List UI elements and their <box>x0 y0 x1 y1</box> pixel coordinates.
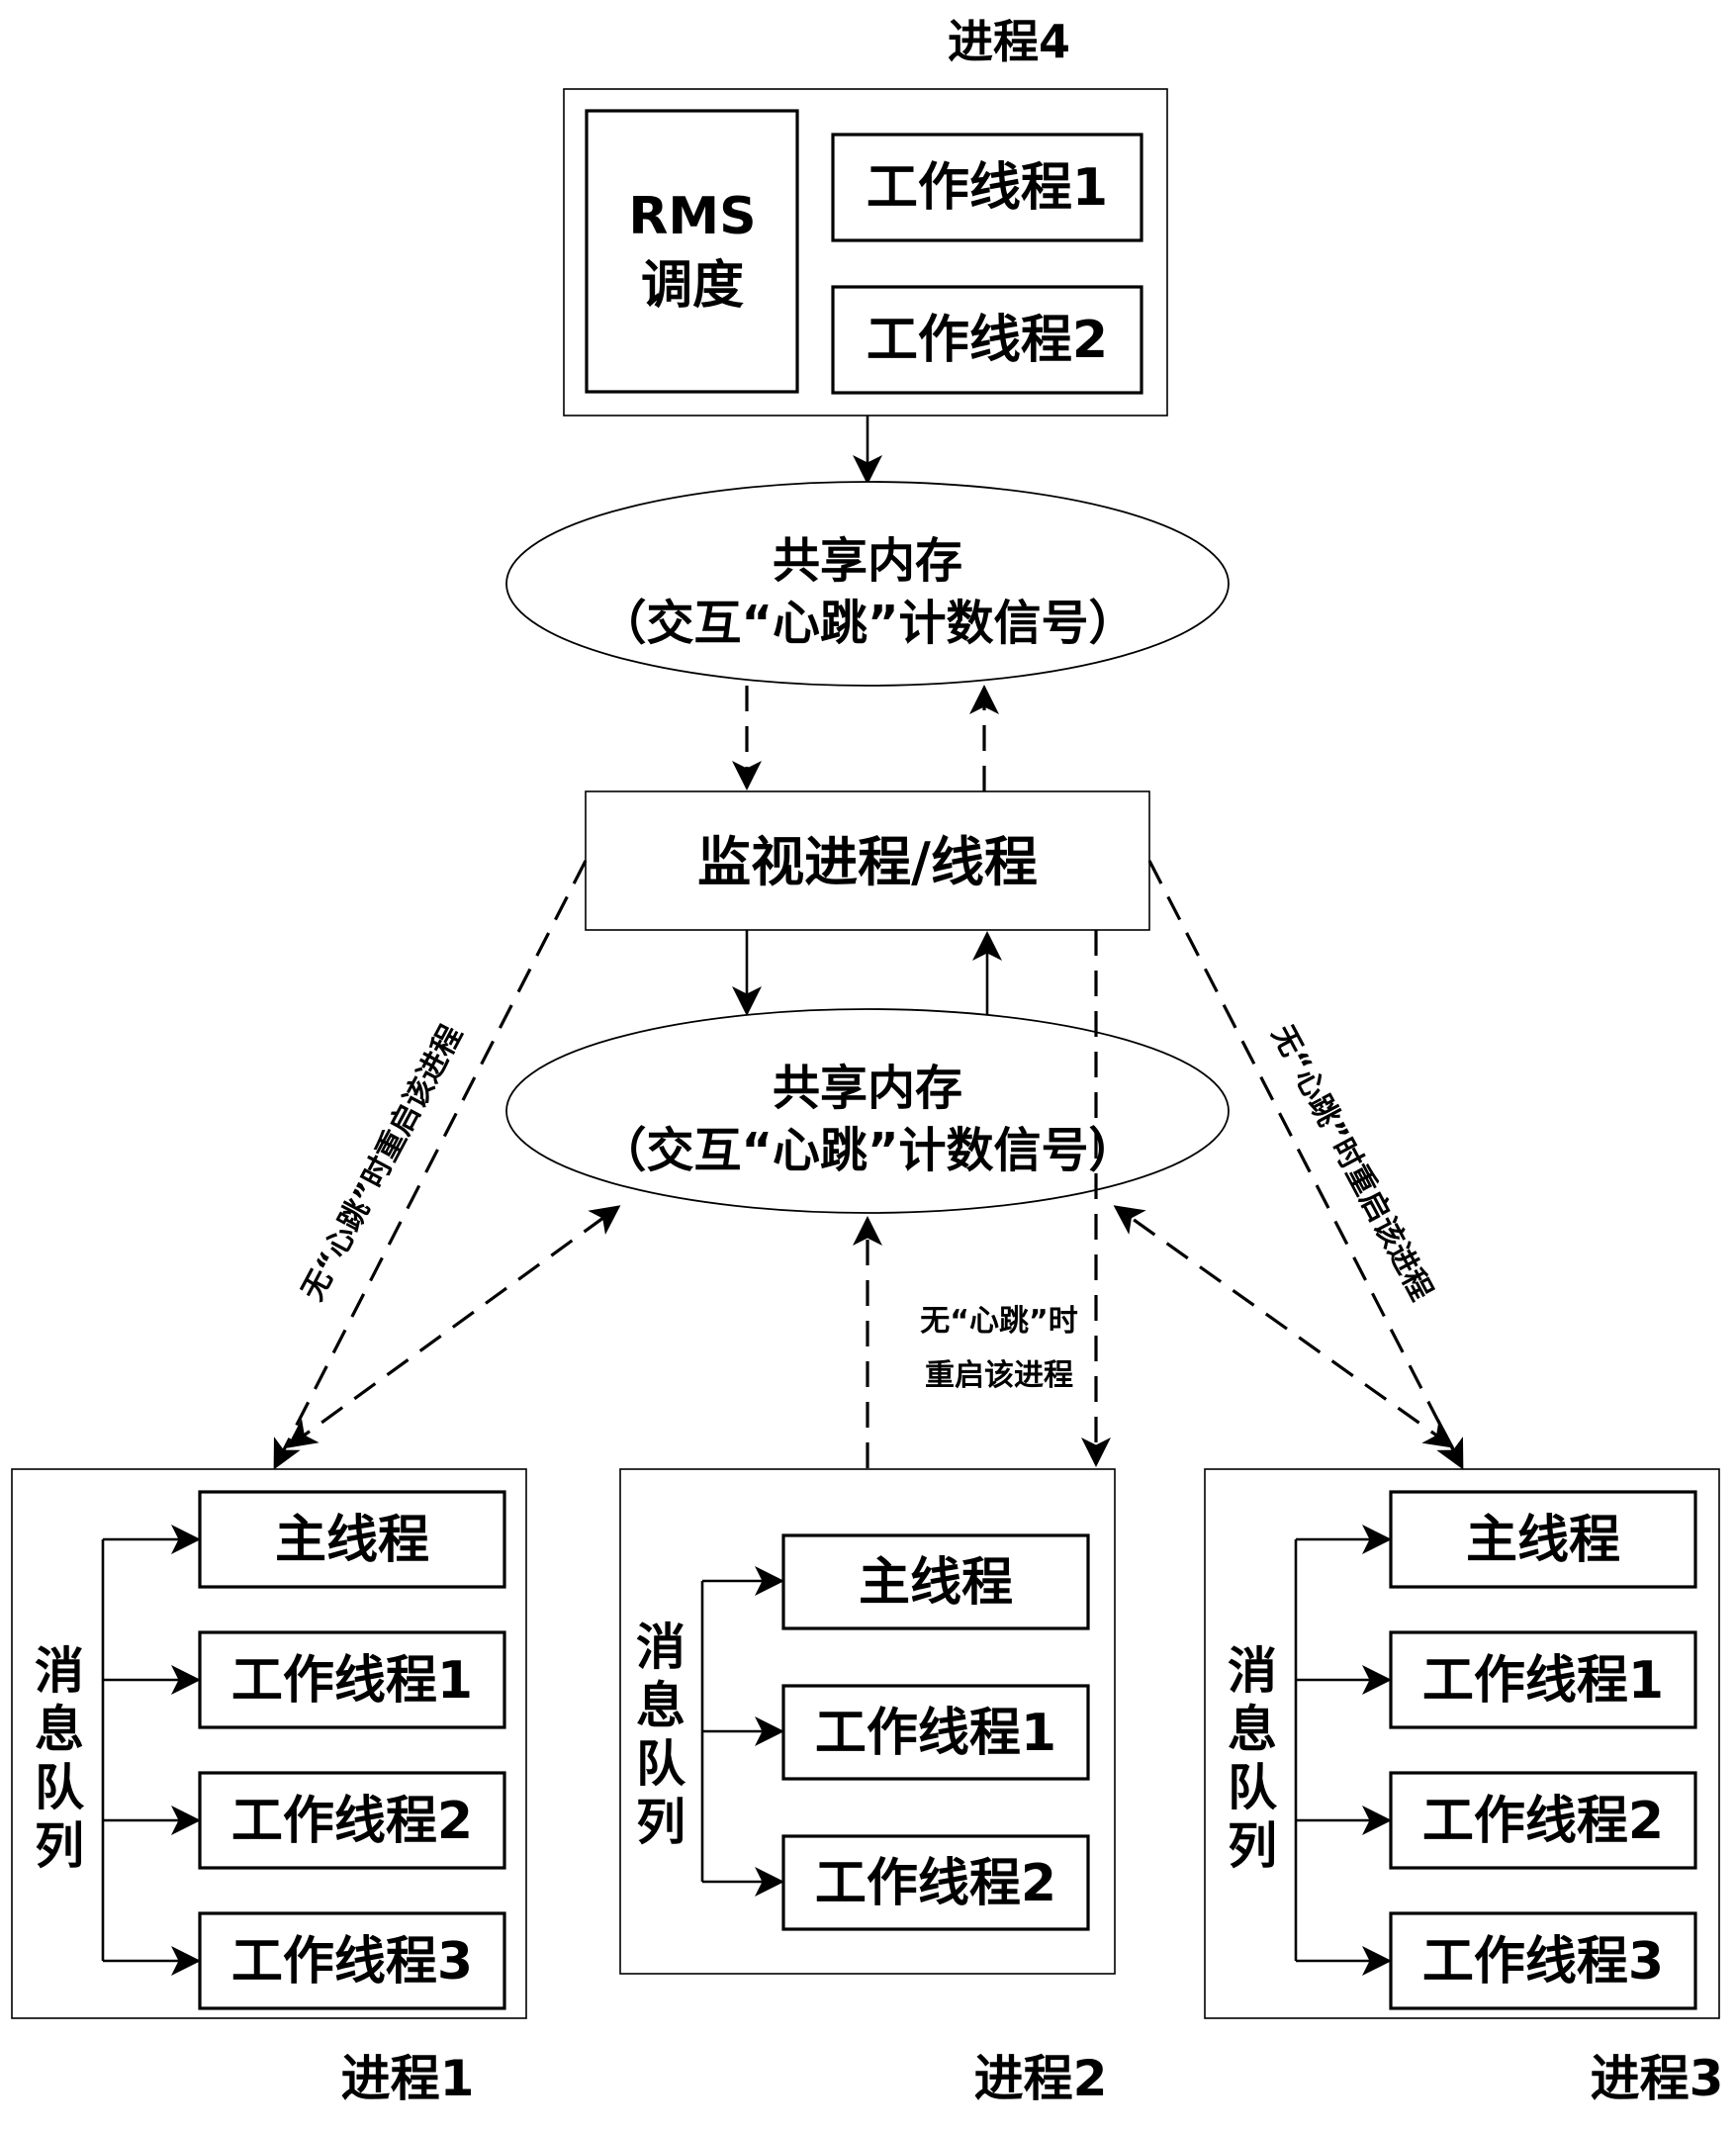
shared-memory-bottom <box>505 1008 1230 1214</box>
process3-main-thread-label: 主线程 <box>1466 1511 1620 1570</box>
process1-mq-char-2: 息 <box>35 1701 84 1758</box>
restart-label-center-line2: 重启该进程 <box>925 1358 1073 1393</box>
restart-label-left: 无“心跳”时重启该进程 <box>296 1020 470 1307</box>
process3-mq-char-3: 队 <box>1228 1759 1278 1816</box>
process1-worker3-label: 工作线程3 <box>231 1932 473 1992</box>
process1-main-thread-label: 主线程 <box>275 1511 429 1570</box>
process2-mq-char-4: 列 <box>636 1794 685 1851</box>
scheduler-label: 调度 <box>641 256 744 316</box>
process3-worker2-label: 工作线程2 <box>1422 1792 1664 1851</box>
process3-title: 进程3 <box>1591 2050 1724 2107</box>
process3-message-queue: 消 息 队 列 <box>1228 1642 1278 1875</box>
restart-label-right: 无“心跳”时重启该进程 <box>1264 1020 1438 1307</box>
arrow-process3-shm-heartbeat <box>1113 1205 1455 1448</box>
process1-worker1-label: 工作线程1 <box>231 1651 473 1711</box>
process3-worker2-box <box>1389 1771 1697 1870</box>
process1-title: 进程1 <box>341 2050 475 2107</box>
process1-message-queue: 消 息 队 列 <box>35 1642 85 1875</box>
shared-memory-top-subtitle: （交互“心跳”计数信号） <box>598 596 1136 651</box>
process4-worker1-label: 工作线程1 <box>867 158 1108 218</box>
shared-memory-top-title: 共享内存 <box>773 533 962 589</box>
process1-mq-char-3: 队 <box>35 1759 85 1816</box>
process2-worker1-label: 工作线程1 <box>815 1704 1056 1763</box>
process3-worker3-box <box>1389 1911 1697 2010</box>
process2-main-thread-box <box>781 1533 1090 1630</box>
monitor-label: 监视进程/线程 <box>697 831 1038 893</box>
process3-mq-char-2: 息 <box>1228 1701 1277 1758</box>
shared-memory-top <box>505 481 1230 687</box>
process1-mq-char-1: 消 <box>35 1642 84 1700</box>
process2-message-queue: 消 息 队 列 <box>636 1619 686 1851</box>
rms-scheduler-box <box>585 109 799 394</box>
restart-label-center-line1: 无“心跳”时 <box>920 1304 1077 1339</box>
process3-main-thread-box <box>1389 1490 1697 1589</box>
arrow-process1-shm-heartbeat <box>286 1205 621 1448</box>
process3-worker1-label: 工作线程1 <box>1422 1651 1664 1711</box>
process3-worker1-box <box>1389 1630 1697 1729</box>
process3-mq-char-4: 列 <box>1228 1817 1277 1875</box>
process4-worker1-box <box>831 133 1143 242</box>
process1-worker1-box <box>198 1630 506 1729</box>
process2-worker1-box <box>781 1684 1090 1781</box>
process2-worker2-label: 工作线程2 <box>815 1854 1056 1913</box>
process1-mq-char-4: 列 <box>35 1817 84 1875</box>
process2-mq-char-2: 息 <box>636 1677 685 1734</box>
process1-worker2-box <box>198 1771 506 1870</box>
process1-main-thread-box <box>198 1490 506 1589</box>
arrow-monitor-restart-process3 <box>1147 860 1464 1470</box>
shared-memory-bottom-subtitle: （交互“心跳”计数信号） <box>598 1123 1136 1178</box>
process2-worker2-box <box>781 1834 1090 1931</box>
arrow-monitor-restart-process1 <box>273 860 588 1470</box>
process3-worker3-label: 工作线程3 <box>1422 1932 1664 1992</box>
process4-worker2-label: 工作线程2 <box>867 311 1108 370</box>
monitor-box <box>585 790 1150 931</box>
process2-mq-char-3: 队 <box>636 1735 686 1793</box>
process2-mq-char-1: 消 <box>636 1619 685 1676</box>
process1-worker3-box <box>198 1911 506 2010</box>
rms-label: RMS <box>628 187 756 246</box>
process4-worker2-box <box>831 285 1143 395</box>
shared-memory-bottom-title: 共享内存 <box>773 1061 962 1116</box>
process4-title: 进程4 <box>948 15 1070 68</box>
process2-title: 进程2 <box>974 2050 1108 2107</box>
process3-mq-char-1: 消 <box>1228 1642 1277 1700</box>
process2-main-thread-label: 主线程 <box>859 1553 1013 1613</box>
process1-worker2-label: 工作线程2 <box>231 1792 473 1851</box>
